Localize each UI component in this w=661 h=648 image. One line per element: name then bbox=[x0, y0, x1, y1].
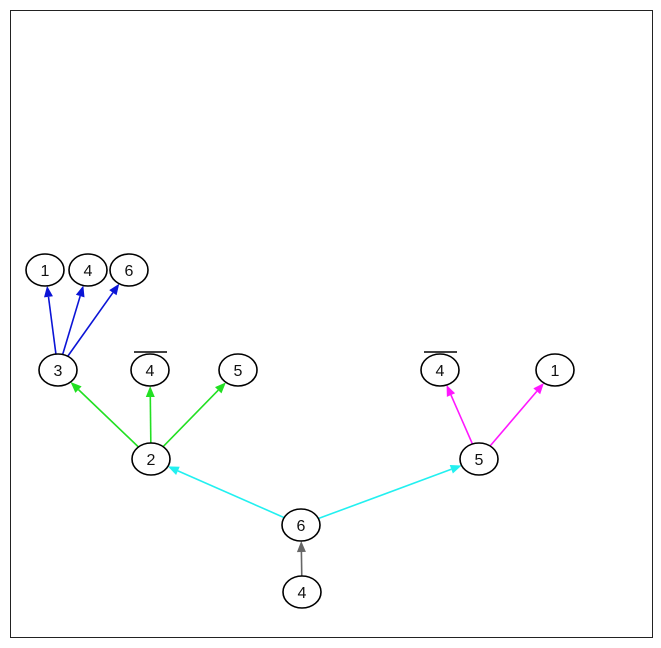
node-label: 6 bbox=[297, 518, 306, 535]
node-n6a: 6 bbox=[109, 253, 149, 287]
node-ellipse bbox=[25, 253, 65, 287]
arrowhead-n6-n5 bbox=[449, 465, 462, 474]
node-label: 3 bbox=[54, 363, 63, 380]
node-ellipse bbox=[282, 575, 322, 609]
node-n1m: 1 bbox=[535, 353, 575, 387]
arrowhead-n3-n1a bbox=[44, 285, 53, 298]
node-label: 1 bbox=[551, 363, 560, 380]
node-ellipse bbox=[459, 442, 499, 476]
node-n3: 3 bbox=[38, 353, 78, 387]
arrowhead-n5-n4m bbox=[446, 385, 456, 397]
node-ellipse bbox=[535, 353, 575, 387]
edge-n2-n3 bbox=[77, 389, 140, 448]
node-label: 5 bbox=[234, 363, 243, 380]
edge-n2-n5g bbox=[162, 389, 219, 448]
arrowhead-n6-n2 bbox=[167, 466, 180, 475]
node-ellipse bbox=[68, 253, 108, 287]
node-label: 4 bbox=[146, 363, 155, 380]
arrowhead-n2-n3 bbox=[70, 382, 82, 393]
arrowhead-n3-n4a bbox=[75, 285, 85, 298]
edge-n6-n5 bbox=[318, 468, 452, 520]
node-n5g: 5 bbox=[218, 353, 258, 387]
node-n1a: 1 bbox=[25, 253, 65, 287]
arrowhead-n4b-n6 bbox=[296, 540, 306, 553]
node-label: 4 bbox=[298, 585, 307, 602]
arrowhead-n2-n4g bbox=[145, 385, 155, 398]
arrowhead-n2-n5g bbox=[215, 382, 226, 394]
node-label: 4 bbox=[84, 263, 93, 280]
node-ellipse bbox=[420, 353, 460, 387]
edge-n2-n4g bbox=[149, 396, 152, 444]
node-label: 4 bbox=[436, 363, 445, 380]
edge-n5-n1m bbox=[489, 390, 538, 447]
node-label: 5 bbox=[475, 452, 484, 469]
node-n4a: 4 bbox=[68, 253, 108, 287]
node-group: 6 4 2 5 3 4 5 1 4 6 4 1 bbox=[25, 253, 575, 609]
edge-n3-n1a bbox=[47, 296, 57, 355]
node-ellipse bbox=[130, 353, 170, 387]
node-n4g: 4 bbox=[130, 351, 170, 387]
diagram-frame bbox=[10, 10, 653, 638]
node-ellipse bbox=[109, 253, 149, 287]
node-n4b: 4 bbox=[282, 575, 322, 609]
node-label: 1 bbox=[41, 263, 50, 280]
edge-n5-n4m bbox=[450, 394, 474, 445]
node-label: 2 bbox=[147, 452, 156, 469]
node-ellipse bbox=[131, 442, 171, 476]
edge-n3-n6a bbox=[67, 292, 114, 357]
edge-n6-n2 bbox=[177, 470, 285, 519]
edge-n3-n4a bbox=[61, 295, 81, 355]
node-n2: 2 bbox=[131, 442, 171, 476]
edge-group bbox=[44, 283, 544, 577]
node-ellipse bbox=[281, 508, 321, 542]
node-ellipse bbox=[218, 353, 258, 387]
arrowhead-n3-n6a bbox=[109, 283, 120, 296]
node-ellipse bbox=[38, 353, 78, 387]
node-n5: 5 bbox=[459, 442, 499, 476]
node-n4m: 4 bbox=[420, 351, 460, 387]
arrowhead-n5-n1m bbox=[533, 382, 544, 395]
node-label: 6 bbox=[125, 263, 134, 280]
node-n6: 6 bbox=[281, 508, 321, 542]
